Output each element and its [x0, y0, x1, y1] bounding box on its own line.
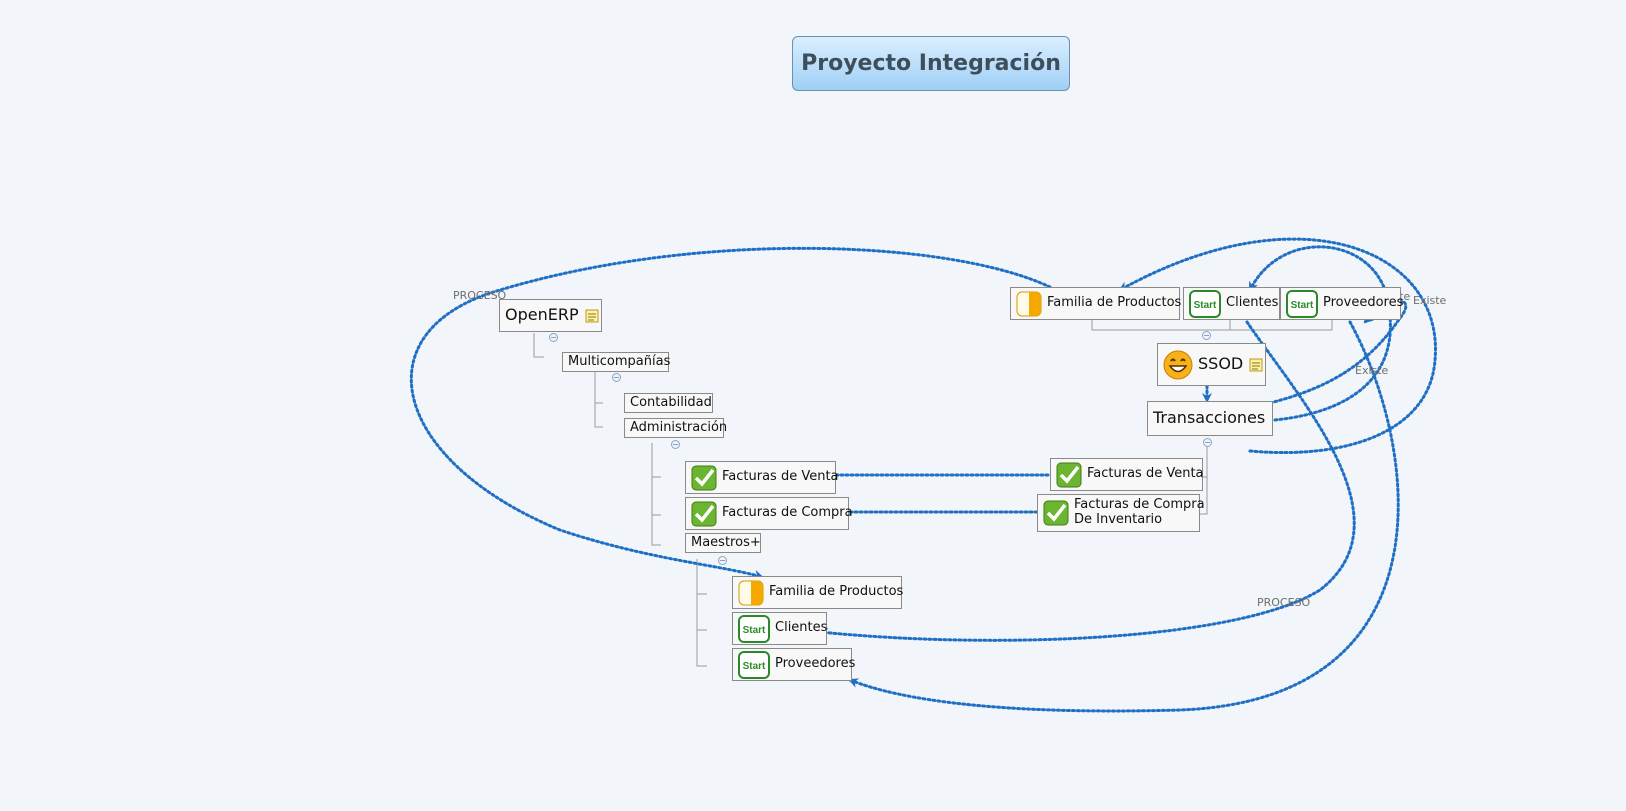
start-icon: Start — [1286, 289, 1318, 318]
topic-ssod-facturas-compra-label: Facturas de Compra De Inventario — [1074, 497, 1205, 528]
topic-openerp-familia-productos-label: Familia de Productos — [769, 584, 904, 600]
note-icon[interactable] — [585, 309, 599, 323]
topic-transacciones-label: Transacciones — [1153, 408, 1266, 428]
collapse-toggle-ssod-top[interactable]: − — [1202, 331, 1211, 340]
topic-multicompanias-label: Multicompañías — [568, 353, 671, 369]
topic-transacciones[interactable]: Transacciones — [1147, 401, 1273, 436]
check-icon — [691, 465, 717, 490]
topic-openerp-clientes[interactable]: Start Clientes — [732, 612, 827, 645]
relationship-label-existe-3[interactable]: Existe — [1355, 364, 1389, 377]
topic-openerp[interactable]: OpenERP — [499, 299, 602, 332]
topic-ssod-clientes[interactable]: Start Clientes — [1183, 287, 1280, 320]
progress-half-icon — [1016, 291, 1042, 316]
smiley-icon — [1163, 350, 1193, 379]
topic-openerp-facturas-compra-label: Facturas de Compra — [722, 505, 853, 521]
topic-ssod-familia-productos[interactable]: Familia de Productos — [1010, 287, 1182, 320]
start-icon-text: Start — [743, 625, 766, 636]
topic-ssod-proveedores-label: Proveedores — [1323, 295, 1404, 311]
topic-contabilidad[interactable]: Contabilidad — [624, 393, 713, 413]
collapse-toggle-transacciones[interactable]: − — [1203, 438, 1212, 447]
collapse-toggle-openerp[interactable]: − — [549, 333, 558, 342]
topic-administracion-label: Administración — [630, 419, 728, 435]
topic-administracion[interactable]: Administración — [624, 418, 728, 438]
relationship-label-existe-2[interactable]: Existe — [1413, 294, 1447, 307]
topic-ssod-facturas-compra-line2: De Inventario — [1074, 512, 1163, 527]
start-icon-text: Start — [1194, 300, 1217, 311]
topic-openerp-proveedores[interactable]: Start Proveedores — [732, 648, 856, 681]
topic-ssod-facturas-compra[interactable]: Facturas de Compra De Inventario — [1037, 494, 1205, 532]
relationship-label-proceso-left[interactable]: PROCESO — [453, 289, 507, 302]
collapse-toggle-multicompanias[interactable]: − — [612, 373, 621, 382]
topic-openerp-facturas-venta-label: Facturas de Venta — [722, 469, 839, 485]
topic-ssod-clientes-label: Clientes — [1226, 295, 1279, 311]
start-icon-text: Start — [743, 661, 766, 672]
start-icon: Start — [738, 614, 770, 643]
start-icon: Start — [1189, 289, 1221, 318]
central-topic[interactable]: Proyecto Integración — [792, 36, 1070, 91]
check-icon — [1043, 500, 1069, 526]
topic-openerp-label: OpenERP — [505, 305, 579, 325]
topic-ssod-label: SSOD — [1198, 354, 1244, 374]
collapse-toggle-administracion[interactable]: − — [671, 440, 680, 449]
start-icon: Start — [738, 650, 770, 679]
collapse-toggle-maestros[interactable]: − — [718, 556, 727, 565]
relationship-label-proceso-bottom[interactable]: PROCESO — [1257, 596, 1311, 609]
topic-contabilidad-label: Contabilidad — [630, 394, 712, 410]
topic-ssod-facturas-compra-line1: Facturas de Compra — [1074, 497, 1205, 513]
topic-ssod-facturas-venta[interactable]: Facturas de Venta — [1050, 458, 1204, 491]
note-icon[interactable] — [1249, 358, 1263, 372]
topic-ssod[interactable]: SSOD — [1157, 343, 1266, 386]
progress-half-icon — [738, 580, 764, 605]
topic-openerp-familia-productos[interactable]: Familia de Productos — [732, 576, 904, 609]
topic-openerp-facturas-venta[interactable]: Facturas de Venta — [685, 461, 839, 494]
topic-maestros-label: Maestros+ — [691, 534, 761, 550]
topic-openerp-facturas-compra[interactable]: Facturas de Compra — [685, 497, 853, 530]
topic-maestros[interactable]: Maestros+ — [685, 533, 761, 553]
check-icon — [691, 501, 717, 526]
topic-ssod-facturas-venta-label: Facturas de Venta — [1087, 466, 1204, 482]
topic-ssod-proveedores[interactable]: Start Proveedores — [1280, 287, 1404, 320]
topic-ssod-familia-productos-label: Familia de Productos — [1047, 295, 1182, 311]
topic-openerp-clientes-label: Clientes — [775, 620, 828, 636]
topic-openerp-proveedores-label: Proveedores — [775, 656, 856, 672]
check-icon — [1056, 462, 1082, 487]
central-topic-label: Proyecto Integración — [801, 51, 1061, 76]
topic-multicompanias[interactable]: Multicompañías — [562, 352, 671, 372]
start-icon-text: Start — [1291, 300, 1314, 311]
